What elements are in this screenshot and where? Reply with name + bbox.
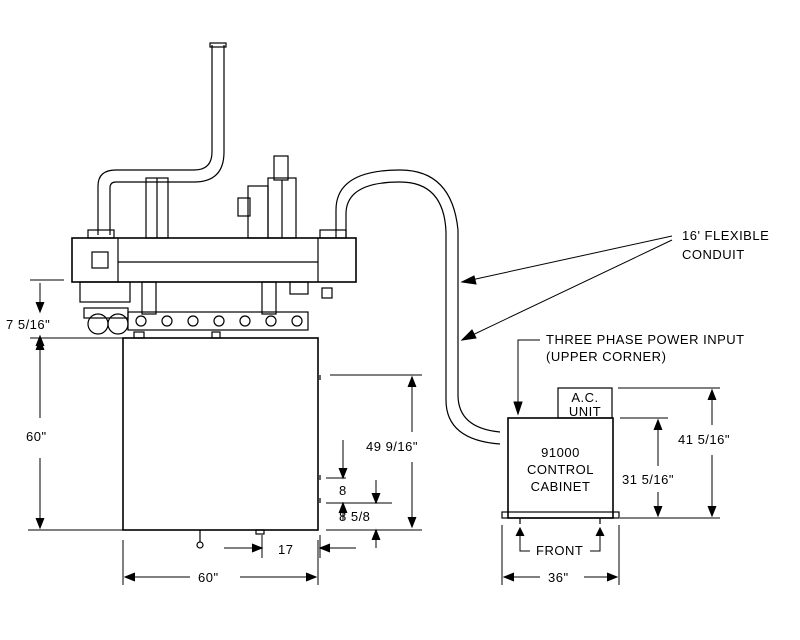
dim-cabinet-height: 31 5/16"	[622, 472, 674, 487]
flexible-conduit	[335, 169, 501, 445]
machine-enclosure	[122, 337, 321, 549]
power-input-label-line1: THREE PHASE POWER INPUT	[546, 332, 745, 347]
dim-top-offset: 7 5/16"	[6, 317, 51, 332]
cabinet-label-line3: CABINET	[530, 479, 591, 494]
dim-bottom-offset: 17	[278, 542, 294, 557]
cabinet-label-line2: CONTROL	[526, 462, 595, 477]
dim-small-b: 8 5/8	[339, 509, 371, 524]
dim-small-a: 8	[339, 483, 347, 498]
dim-total-height-right: 41 5/16"	[678, 432, 730, 447]
dim-height-inner: 49 9/16"	[366, 439, 418, 454]
ac-unit-label-line1: A.C.	[571, 390, 599, 405]
dimension-lines	[28, 235, 720, 585]
machine-top-assembly	[71, 42, 357, 339]
front-label: FRONT	[536, 543, 584, 558]
ac-unit-label-line2: UNIT	[568, 404, 602, 419]
cabinet-label-line1: 91000	[541, 445, 580, 460]
control-cabinet	[501, 387, 620, 524]
dim-height-left: 60"	[26, 429, 47, 444]
conduit-label-line2: CONDUIT	[682, 247, 745, 262]
power-input-label-line2: (UPPER CORNER)	[546, 349, 667, 364]
dim-width-left: 60"	[198, 570, 219, 585]
conduit-label-line1: 16' FLEXIBLE	[682, 228, 770, 243]
dim-cabinet-width: 36"	[548, 570, 569, 585]
